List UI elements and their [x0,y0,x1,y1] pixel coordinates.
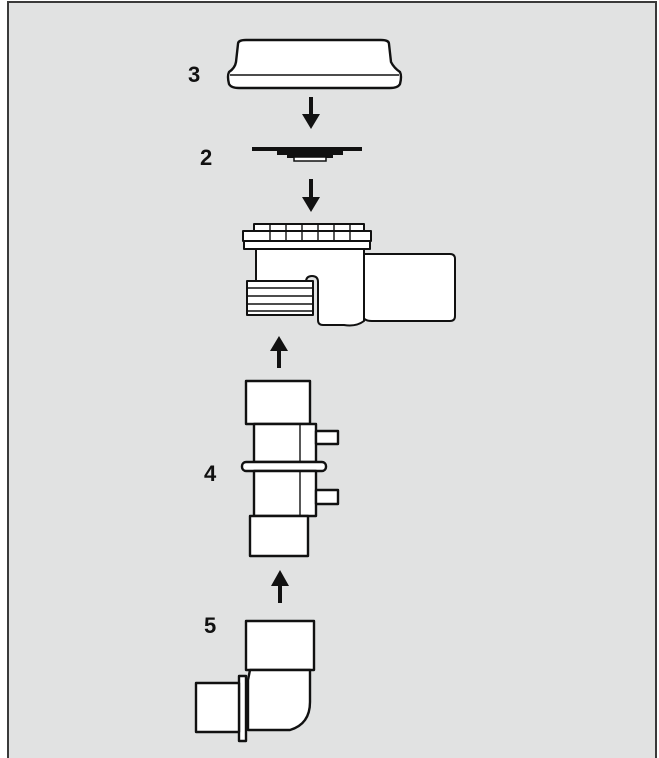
part-2-label: 2 [200,145,212,170]
part-5-elbow [194,619,316,743]
arrow-up-icon [271,570,289,603]
part-2-gasket [252,147,362,162]
drain-housing [242,223,456,327]
part-3-label: 3 [188,62,200,87]
part-3-cover-cap [226,38,403,90]
arrow-up-icon [270,336,288,368]
part-5-label: 5 [204,613,216,638]
panel-background [8,2,657,758]
panel-frame [7,1,657,758]
arrow-down-icon [302,179,320,212]
arrow-down-icon [302,97,320,129]
part-4-connector [240,379,340,558]
part-4-label: 4 [204,461,217,486]
